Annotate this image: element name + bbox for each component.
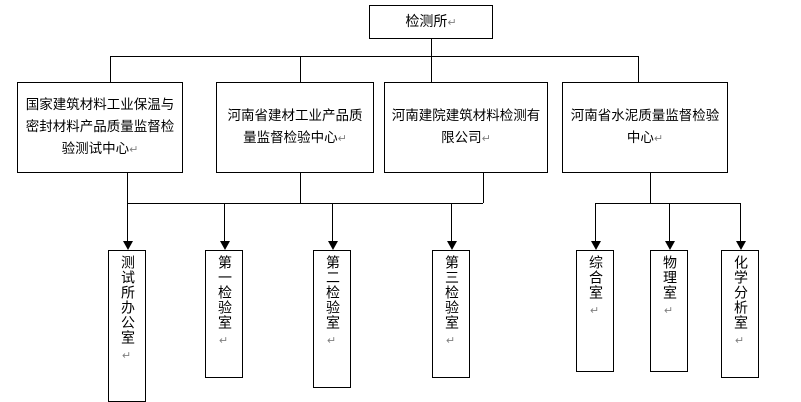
- connector-left-drop-1: [127, 203, 128, 241]
- return-mark-icon: ↵: [337, 132, 347, 145]
- connector-right-drop-2: [669, 203, 670, 241]
- node-level2-3-label: 河南建院建筑材料检测有限公司↵: [391, 108, 541, 146]
- node-level2-2-label: 河南省建材工业产品质量监督检验中心↵: [227, 108, 363, 146]
- return-mark-icon: ↵: [481, 132, 491, 145]
- node-root-label: 检测所↵: [405, 13, 457, 30]
- node-leaf-2-label: 第一检验室↵: [213, 255, 235, 352]
- node-level2-2[interactable]: 河南省建材工业产品质量监督检验中心↵: [216, 82, 374, 173]
- node-leaf-4-label: 第三检验室↵: [440, 255, 462, 352]
- connector-root-stem: [431, 39, 432, 56]
- arrowhead-left-2: [220, 241, 230, 250]
- return-mark-icon: ↵: [121, 349, 133, 362]
- return-mark-icon: ↵: [653, 132, 664, 145]
- arrowhead-left-4: [447, 241, 457, 250]
- node-level2-4-label: 河南省水泥质量监督检验中心↵: [570, 108, 720, 146]
- return-mark-icon: ↵: [129, 143, 139, 156]
- connector-left-group-stem: [127, 173, 128, 203]
- node-leaf-3[interactable]: 第二检验室↵: [313, 250, 351, 388]
- node-leaf-6[interactable]: 物理室↵: [650, 250, 688, 372]
- connector-top-drop-4: [638, 56, 639, 82]
- arrowhead-right-1: [591, 241, 601, 250]
- connector-right-drop-1: [595, 203, 596, 241]
- return-mark-icon: ↵: [734, 334, 746, 347]
- connector-right-drop-3: [740, 203, 741, 241]
- connector-left-group-bus: [127, 203, 483, 204]
- node-leaf-2[interactable]: 第一检验室↵: [205, 250, 243, 378]
- node-level2-1-label: 国家建筑材料工业保温与密封材料产品质量监督检验测试中心↵: [25, 97, 175, 157]
- return-mark-icon: ↵: [326, 334, 338, 347]
- node-leaf-6-label: 物理室↵: [658, 255, 680, 322]
- arrowhead-right-3: [736, 241, 746, 250]
- connector-top-drop-1: [110, 56, 111, 82]
- node-level2-1[interactable]: 国家建筑材料工业保温与密封材料产品质量监督检验测试中心↵: [17, 82, 183, 173]
- connector-top-drop-3: [431, 56, 432, 82]
- node-leaf-5[interactable]: 综合室↵: [576, 250, 614, 372]
- arrowhead-right-2: [665, 241, 675, 250]
- node-leaf-1[interactable]: 测试所办公室↵: [108, 250, 146, 402]
- arrowhead-left-1: [123, 241, 133, 250]
- connector-right-group-stem: [650, 173, 651, 203]
- node-leaf-3-label: 第二检验室↵: [321, 255, 343, 352]
- connector-left-drop-2: [224, 203, 225, 241]
- node-leaf-1-label: 测试所办公室↵: [116, 255, 138, 367]
- node-leaf-7[interactable]: 化学分析室↵: [721, 250, 759, 378]
- connector-right-group-bus: [595, 203, 740, 204]
- connector-left-drop-3: [332, 203, 333, 241]
- connector-mid-stem-1: [300, 173, 301, 203]
- node-level2-4[interactable]: 河南省水泥质量监督检验中心↵: [562, 82, 728, 173]
- return-mark-icon: ↵: [663, 304, 675, 317]
- connector-left-drop-4: [451, 203, 452, 241]
- connector-mid-stem-2: [483, 173, 484, 203]
- connector-top-drop-2: [300, 56, 301, 82]
- node-leaf-7-label: 化学分析室↵: [729, 255, 751, 352]
- node-root[interactable]: 检测所↵: [369, 5, 493, 39]
- return-mark-icon: ↵: [445, 334, 457, 347]
- node-leaf-4[interactable]: 第三检验室↵: [432, 250, 470, 378]
- connector-top-bus: [110, 56, 639, 57]
- node-level2-3[interactable]: 河南建院建筑材料检测有限公司↵: [384, 82, 548, 173]
- return-mark-icon: ↵: [447, 15, 457, 29]
- return-mark-icon: ↵: [589, 304, 601, 317]
- return-mark-icon: ↵: [218, 334, 230, 347]
- arrowhead-left-3: [328, 241, 338, 250]
- node-leaf-5-label: 综合室↵: [584, 255, 606, 322]
